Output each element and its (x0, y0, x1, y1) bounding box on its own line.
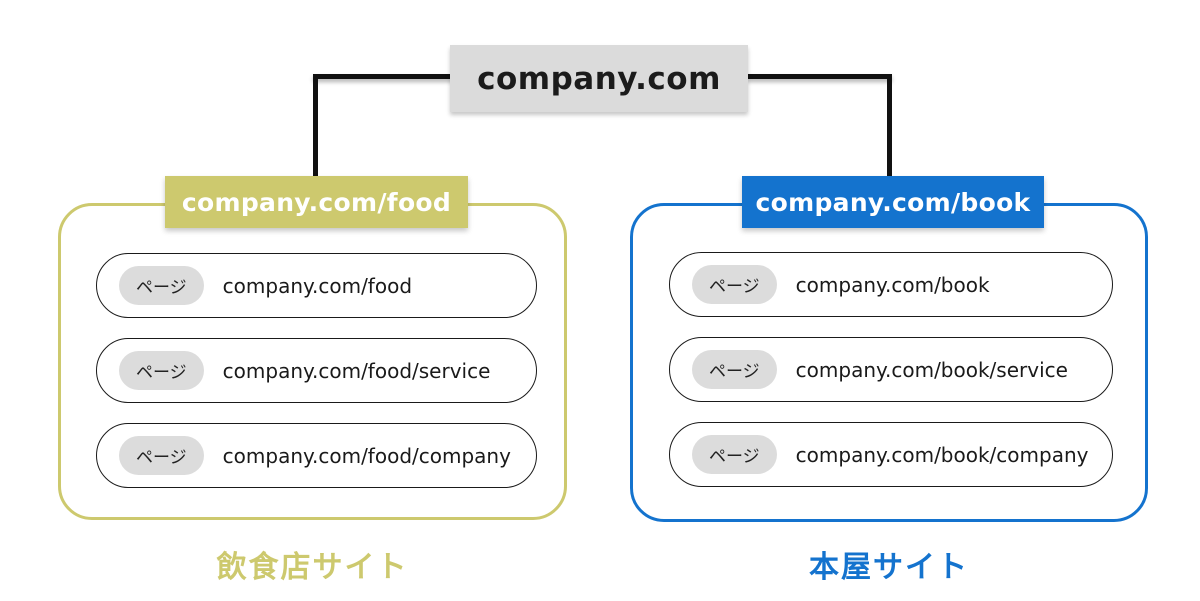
page-row: ページ company.com/book/company (669, 422, 1113, 487)
page-url: company.com/food (222, 273, 413, 298)
food-page-list: ページ company.com/food ページ company.com/foo… (96, 253, 537, 488)
page-url: company.com/book (795, 272, 990, 297)
book-site-caption: 本屋サイト (809, 550, 969, 585)
page-row: ページ company.com/book (669, 252, 1113, 317)
page-badge: ページ (119, 266, 204, 305)
page-row: ページ company.com/food/company (96, 423, 537, 488)
page-row: ページ company.com/book/service (669, 337, 1113, 402)
root-domain-label: company.com (477, 60, 721, 97)
page-row: ページ company.com/food (96, 253, 537, 318)
connector-left-horizontal (313, 74, 453, 79)
page-url: company.com/food/company (222, 443, 511, 468)
root-domain-box: company.com (450, 45, 748, 112)
connector-right-horizontal (747, 74, 892, 79)
page-badge: ページ (692, 350, 777, 389)
page-badge: ページ (119, 436, 204, 475)
page-badge: ページ (692, 265, 777, 304)
page-badge: ページ (692, 435, 777, 474)
page-url: company.com/book/company (795, 442, 1089, 467)
page-badge: ページ (119, 351, 204, 390)
food-site-caption: 飲食店サイト (216, 550, 409, 585)
page-url: company.com/book/service (795, 357, 1068, 382)
connector-right-vertical (887, 74, 892, 178)
book-page-list: ページ company.com/book ページ company.com/boo… (669, 252, 1113, 487)
page-url: company.com/food/service (222, 358, 491, 383)
page-row: ページ company.com/food/service (96, 338, 537, 403)
connector-left-vertical (313, 74, 318, 178)
book-site-header: company.com/book (742, 176, 1044, 228)
food-site-header: company.com/food (165, 176, 468, 228)
